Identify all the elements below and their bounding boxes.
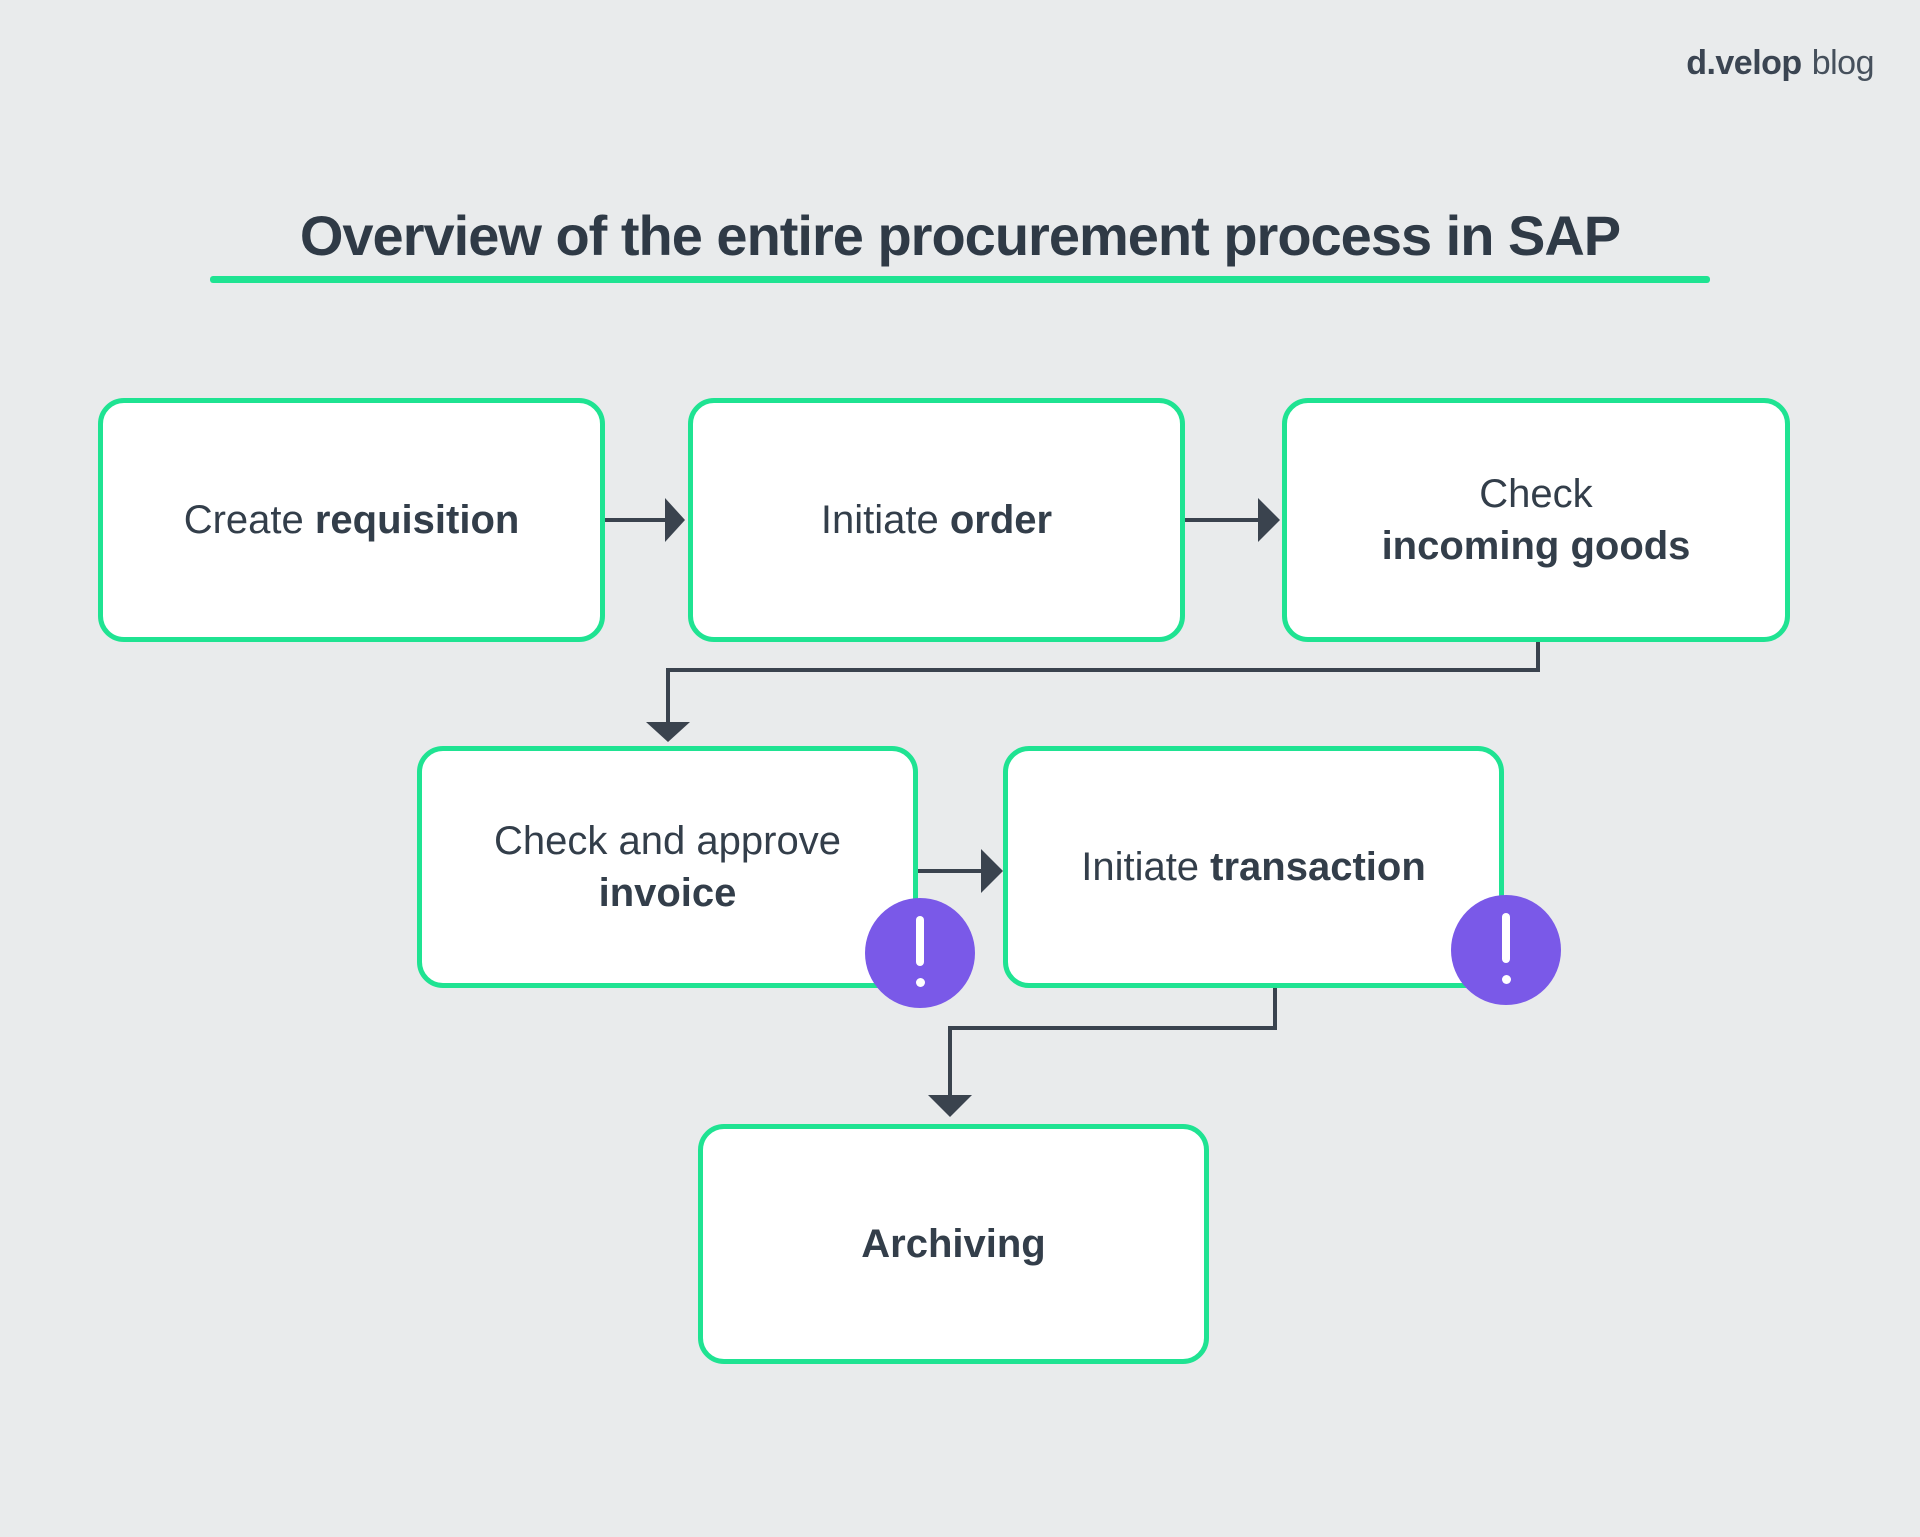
exclamation-dot-icon bbox=[916, 978, 925, 987]
logo-suffix-text: blog bbox=[1811, 44, 1875, 82]
node-check-incoming-goods: Check incoming goods bbox=[1282, 398, 1790, 642]
logo-brand-text: d.velop bbox=[1686, 44, 1802, 82]
arrowhead-order-to-goods bbox=[1258, 498, 1280, 542]
node-label-line1: Check and approve bbox=[494, 819, 841, 863]
alert-badge-transaction bbox=[1451, 895, 1561, 1005]
arrowhead-invoice-to-transaction bbox=[981, 849, 1003, 893]
node-label: Initiate transaction bbox=[1081, 845, 1426, 889]
node-create-requisition: Create requisition bbox=[98, 398, 605, 642]
arrowhead-requisition-to-order bbox=[665, 498, 685, 542]
node-label: Create requisition bbox=[183, 498, 520, 542]
node-label-line2: incoming goods bbox=[1381, 524, 1691, 568]
node-label: Archiving bbox=[861, 1222, 1046, 1266]
exclamation-icon bbox=[1502, 913, 1510, 963]
exclamation-dot-icon bbox=[1502, 975, 1511, 984]
arrowhead-goods-to-invoice bbox=[646, 722, 690, 742]
node-initiate-transaction: Initiate transaction bbox=[1003, 746, 1504, 988]
page-title: Overview of the entire procurement proce… bbox=[299, 204, 1621, 267]
node-label: Initiate order bbox=[820, 498, 1053, 542]
arrowhead-transaction-to-archiving bbox=[928, 1095, 972, 1117]
connector-goods-to-invoice bbox=[666, 642, 1540, 722]
connector-transaction-to-archiving bbox=[948, 988, 1277, 1095]
node-check-approve-invoice: Check and approve invoice bbox=[417, 746, 918, 988]
alert-badge-invoice bbox=[865, 898, 975, 1008]
node-archiving: Archiving bbox=[698, 1124, 1209, 1364]
title-underline bbox=[210, 276, 1710, 283]
node-initiate-order: Initiate order bbox=[688, 398, 1185, 642]
node-label-line2: invoice bbox=[598, 871, 737, 915]
node-label-line1: Check bbox=[1479, 472, 1593, 516]
exclamation-icon bbox=[916, 916, 924, 966]
